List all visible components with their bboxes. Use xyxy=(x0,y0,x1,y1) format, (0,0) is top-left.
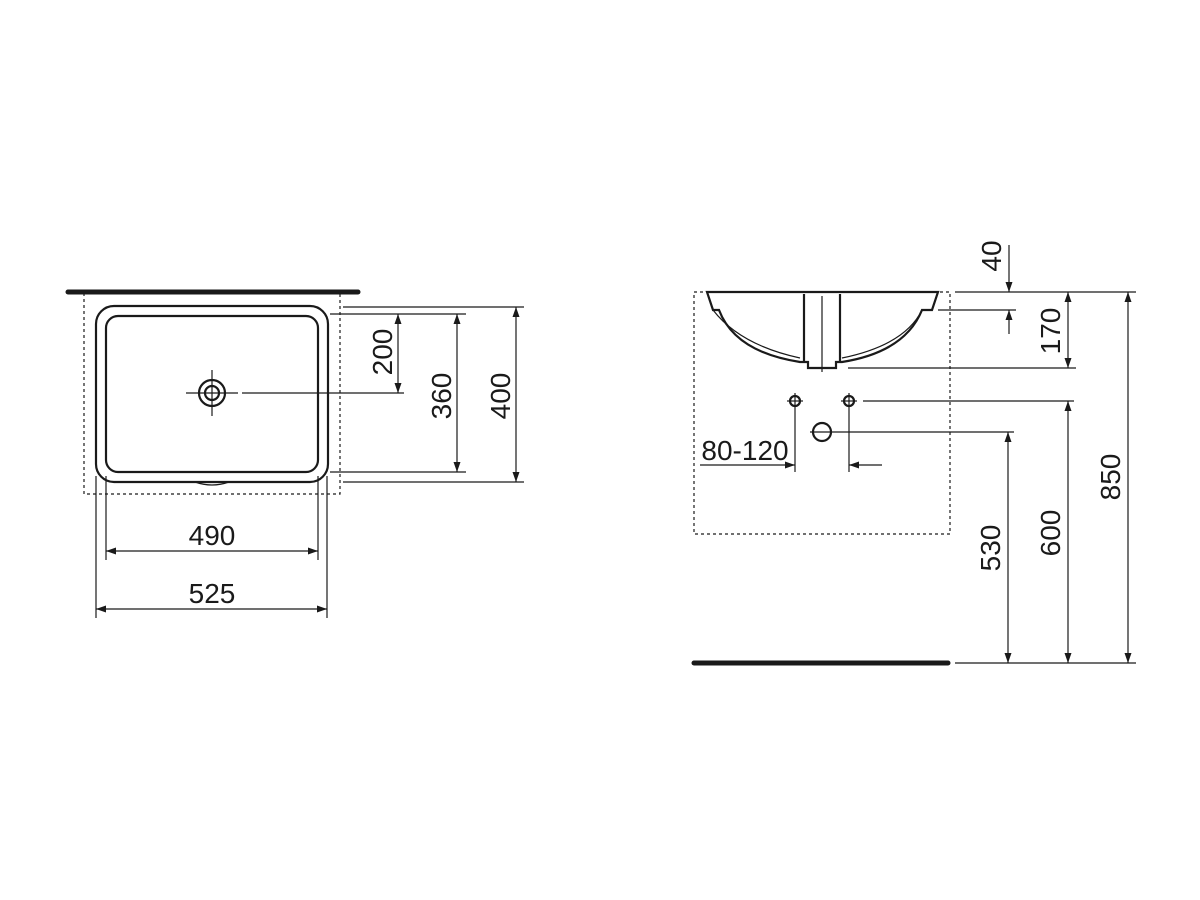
plan-view: 200 360 400 490 525 xyxy=(65,289,524,618)
drain-icon xyxy=(186,370,238,416)
dim-label-170: 170 xyxy=(1035,308,1066,355)
waste-stem xyxy=(802,294,842,362)
supply-right-icon xyxy=(841,393,857,409)
basin-inner xyxy=(104,314,320,474)
dim-label-400: 400 xyxy=(485,373,516,420)
dim-label-200: 200 xyxy=(367,329,398,376)
dim-label-40: 40 xyxy=(976,240,1007,271)
dim-label-530: 530 xyxy=(975,525,1006,572)
dim-label-490: 490 xyxy=(189,520,236,551)
basin-rim-inner xyxy=(712,309,923,359)
side-view: 80-120 40 170 530 600 850 xyxy=(691,240,1136,666)
dim-label-850: 850 xyxy=(1095,454,1126,501)
basin-profile xyxy=(705,290,940,370)
supply-left-icon xyxy=(787,393,803,409)
basin-outer xyxy=(94,304,330,484)
waste-outlet-icon xyxy=(810,421,1014,443)
overflow-notch xyxy=(194,481,230,486)
dim-label-80-120: 80-120 xyxy=(701,435,788,466)
dim-label-600: 600 xyxy=(1035,510,1066,557)
dim-label-525: 525 xyxy=(189,578,236,609)
dim-label-360: 360 xyxy=(426,373,457,420)
